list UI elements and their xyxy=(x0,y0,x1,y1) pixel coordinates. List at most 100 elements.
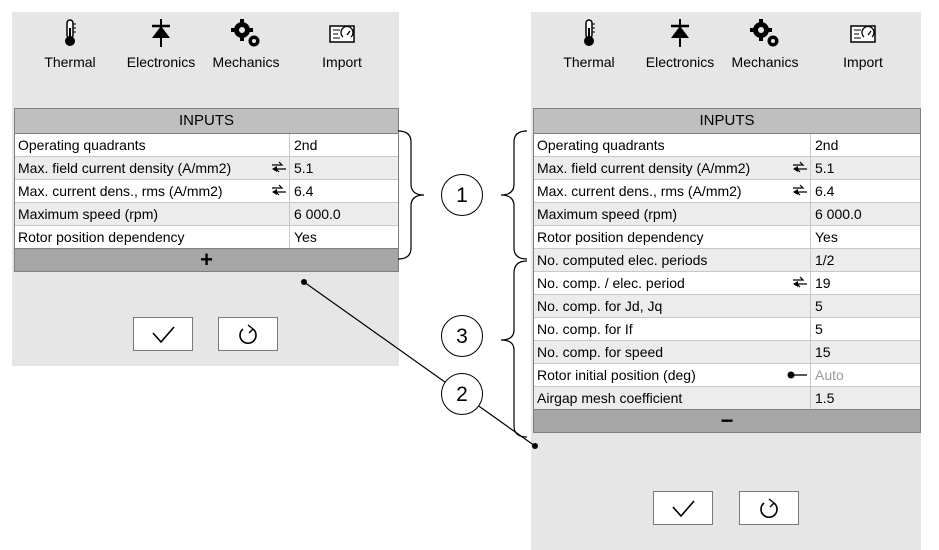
row-label: Operating quadrants xyxy=(18,137,146,153)
electronics-label: Electronics xyxy=(645,54,715,70)
leader-start-dot xyxy=(301,279,307,285)
row-label: Rotor position dependency xyxy=(18,229,185,245)
row-value[interactable]: Auto xyxy=(810,364,844,386)
row-label: Airgap mesh coefficient xyxy=(537,390,683,406)
row-value[interactable]: Yes xyxy=(810,226,838,248)
row-value[interactable]: 2nd xyxy=(289,134,317,156)
confirm-button[interactable] xyxy=(133,317,193,351)
row-label: Operating quadrants xyxy=(537,137,665,153)
row-label: No. computed elec. periods xyxy=(537,252,708,268)
row-value[interactable]: 6.4 xyxy=(810,180,834,202)
row-label: Max. field current density (A/mm2) xyxy=(18,160,232,176)
table-row[interactable]: Operating quadrants 2nd xyxy=(534,134,920,157)
row-value[interactable]: 6 000.0 xyxy=(810,203,862,225)
inputs-table: INPUTS Operating quadrants 2nd Max. fiel… xyxy=(533,108,921,433)
import-icon xyxy=(329,25,355,43)
electronics-tool-button[interactable]: Electronics xyxy=(116,18,206,70)
brace-1-left xyxy=(397,130,425,260)
toolbar: Thermal Electronics Mechanics xyxy=(531,12,921,92)
row-label: Maximum speed (rpm) xyxy=(18,206,159,222)
row-value[interactable]: 1.5 xyxy=(810,387,834,409)
confirm-button[interactable] xyxy=(653,491,713,525)
thermal-tool-button[interactable]: Thermal xyxy=(544,18,634,70)
electronics-label: Electronics xyxy=(126,54,196,70)
row-value[interactable]: 2nd xyxy=(810,134,838,156)
swap-arrows-icon[interactable] xyxy=(792,275,808,289)
callout-2: 2 xyxy=(441,373,483,415)
row-value[interactable]: 15 xyxy=(810,341,831,363)
table-row[interactable]: Rotor position dependency Yes xyxy=(534,226,920,249)
diode-icon xyxy=(671,19,689,47)
table-row[interactable]: Maximum speed (rpm) 6 000.0 xyxy=(15,203,398,226)
gears-icon xyxy=(750,19,779,47)
thermometer-icon xyxy=(584,19,595,46)
swap-arrows-icon[interactable] xyxy=(792,160,808,174)
swap-arrows-icon[interactable] xyxy=(271,183,287,197)
inputs-header: INPUTS xyxy=(15,109,398,134)
row-value[interactable]: 1/2 xyxy=(810,249,834,271)
row-label: No. comp. for If xyxy=(537,321,633,337)
row-value[interactable]: 19 xyxy=(810,272,831,294)
row-label: No. comp. / elec. period xyxy=(537,275,685,291)
brace-1-right xyxy=(500,130,528,260)
row-value[interactable]: 5.1 xyxy=(289,157,313,179)
checkmark-icon xyxy=(672,500,695,518)
inputs-header: INPUTS xyxy=(534,109,920,134)
row-label: Max. field current density (A/mm2) xyxy=(537,160,751,176)
table-row[interactable]: Max. field current density (A/mm2) 5.1 xyxy=(15,157,398,180)
mechanics-tool-button[interactable]: Mechanics xyxy=(201,18,291,70)
row-value[interactable]: Yes xyxy=(289,226,317,248)
reset-icon xyxy=(239,324,257,344)
gears-icon xyxy=(231,19,260,47)
table-row[interactable]: No. comp. for Jd, Jq 5 xyxy=(534,295,920,318)
row-label: Maximum speed (rpm) xyxy=(537,206,678,222)
row-value[interactable]: 6.4 xyxy=(289,180,313,202)
table-row[interactable]: Max. current dens., rms (A/mm2) 6.4 xyxy=(534,180,920,203)
thermometer-icon xyxy=(65,19,76,46)
thermal-label: Thermal xyxy=(44,54,96,70)
thermal-tool-button[interactable]: Thermal xyxy=(25,18,115,70)
right-panel: Thermal Electronics Mechanics xyxy=(531,12,921,550)
leader-end-dot xyxy=(532,443,538,449)
row-label: No. comp. for Jd, Jq xyxy=(537,298,663,314)
table-row[interactable]: No. computed elec. periods 1/2 xyxy=(534,249,920,272)
mechanics-label: Mechanics xyxy=(731,54,799,70)
import-tool-button[interactable]: Import xyxy=(297,18,387,70)
electronics-tool-button[interactable]: Electronics xyxy=(635,18,725,70)
inputs-table: INPUTS Operating quadrants 2nd Max. fiel… xyxy=(14,108,399,272)
table-row[interactable]: Max. current dens., rms (A/mm2) 6.4 xyxy=(15,180,398,203)
table-row[interactable]: Rotor position dependency Yes xyxy=(15,226,398,248)
reset-button[interactable] xyxy=(218,317,278,351)
row-value[interactable]: 5 xyxy=(810,295,823,317)
callout-1: 1 xyxy=(441,174,483,216)
swap-arrows-icon[interactable] xyxy=(792,183,808,197)
row-value[interactable]: 5 xyxy=(810,318,823,340)
swap-arrows-icon[interactable] xyxy=(271,160,287,174)
table-row[interactable]: No. comp. / elec. period 19 xyxy=(534,272,920,295)
table-row[interactable]: No. comp. for speed 15 xyxy=(534,341,920,364)
collapse-button[interactable]: − xyxy=(534,409,920,432)
table-row[interactable]: Airgap mesh coefficient 1.5 xyxy=(534,387,920,409)
mechanics-tool-button[interactable]: Mechanics xyxy=(720,18,810,70)
table-row[interactable]: Rotor initial position (deg) Auto xyxy=(534,364,920,387)
table-row[interactable]: Operating quadrants 2nd xyxy=(15,134,398,157)
thermal-label: Thermal xyxy=(563,54,615,70)
table-row[interactable]: Max. field current density (A/mm2) 5.1 xyxy=(534,157,920,180)
table-row[interactable]: No. comp. for If 5 xyxy=(534,318,920,341)
expand-button[interactable]: + xyxy=(15,248,398,271)
toolbar: Thermal Electronics Mechanics xyxy=(12,12,399,92)
left-panel: Thermal Electronics Mechanics xyxy=(12,12,399,366)
reset-button[interactable] xyxy=(739,491,799,525)
pin-link-icon[interactable] xyxy=(786,369,808,381)
leader-line xyxy=(303,281,536,447)
brace-3 xyxy=(500,260,528,438)
row-label: No. comp. for speed xyxy=(537,344,664,360)
row-value[interactable]: 6 000.0 xyxy=(289,203,341,225)
diode-icon xyxy=(152,19,170,47)
import-tool-button[interactable]: Import xyxy=(818,18,908,70)
checkmark-icon xyxy=(152,326,175,344)
row-value[interactable]: 5.1 xyxy=(810,157,834,179)
import-label: Import xyxy=(843,54,883,70)
table-row[interactable]: Maximum speed (rpm) 6 000.0 xyxy=(534,203,920,226)
